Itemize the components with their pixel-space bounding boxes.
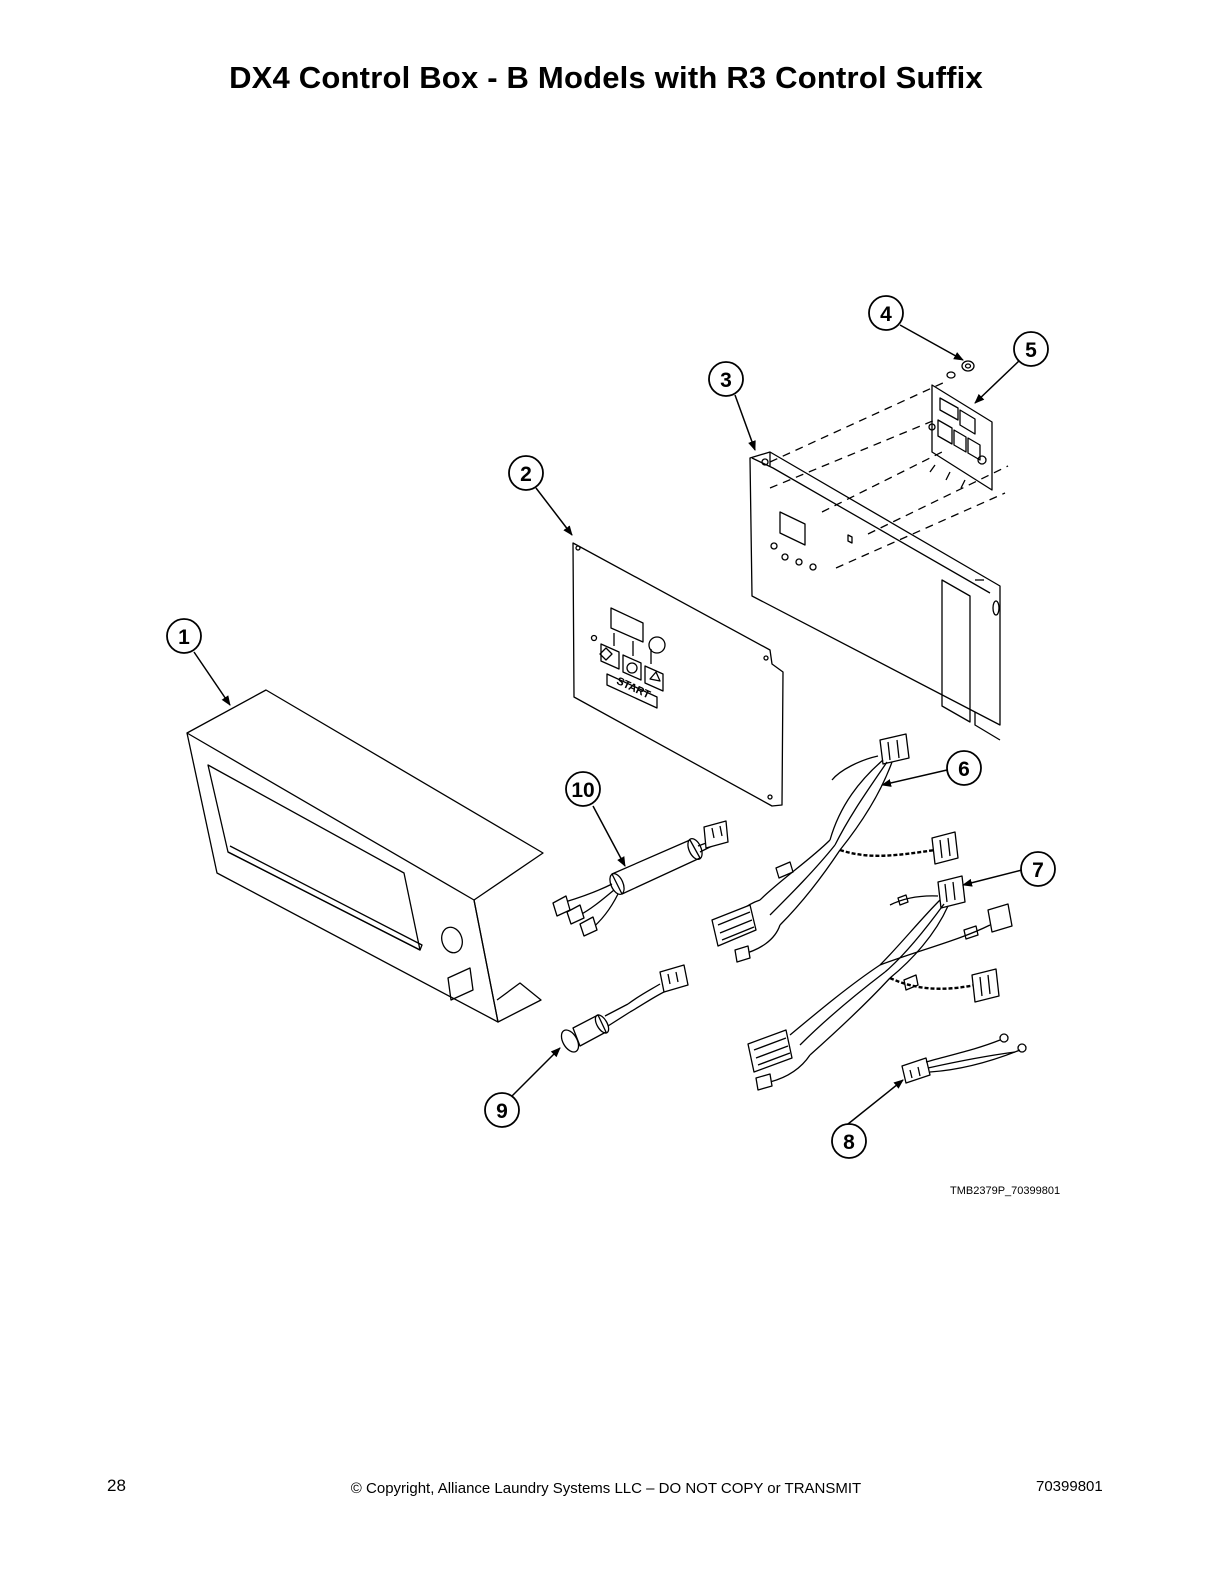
part-4-nut	[946, 360, 975, 379]
callout-9: 9	[496, 1100, 508, 1123]
callout-7: 7	[1032, 859, 1044, 882]
callout-1: 1	[178, 626, 190, 649]
page-number: 28	[107, 1476, 126, 1495]
callout-circle-3	[708, 361, 744, 397]
callout-5: 5	[1025, 339, 1037, 362]
leader-lines	[193, 324, 1023, 1125]
callout-2: 2	[520, 463, 532, 486]
part-8-connector-harness	[901, 1033, 1027, 1084]
part-10-filter-harness	[552, 820, 729, 937]
callout-4: 4	[880, 303, 892, 326]
callout-8: 8	[843, 1131, 855, 1154]
part-6-wire-harness	[711, 733, 959, 963]
copyright-notice: © Copyright, Alliance Laundry Systems LL…	[350, 1480, 862, 1497]
document-number: 70399801	[1036, 1478, 1103, 1495]
page-title: DX4 Control Box - B Models with R3 Contr…	[229, 60, 983, 95]
callout-circle-5	[1013, 331, 1049, 367]
callout-3: 3	[720, 369, 732, 392]
part-1-front-bezel	[186, 689, 544, 1023]
callout-6: 6	[958, 758, 970, 781]
callout-circle-7	[1020, 851, 1056, 887]
part-7-wire-harness	[747, 875, 1013, 1091]
part-2-overlay-panel	[572, 542, 784, 807]
mounting-guide-lines	[769, 381, 1009, 569]
callout-10: 10	[571, 779, 594, 802]
callout-circle-1	[166, 618, 202, 654]
callout-circle-9	[484, 1092, 520, 1128]
callout-numbers: 1 2 3 4 5 6 7 8 9 10	[178, 303, 1044, 1154]
callout-circle-6	[946, 750, 982, 786]
figure-code: TMB2379P_70399801	[950, 1185, 1061, 1197]
callout-circle-4	[868, 295, 904, 331]
callout-circles	[166, 295, 1056, 1159]
callout-circle-8	[831, 1123, 867, 1159]
part-3-mounting-bracket	[749, 451, 1001, 741]
part-9-sensor	[560, 964, 689, 1053]
callout-circle-10	[565, 771, 601, 807]
part-5-control-board	[928, 384, 993, 491]
callout-circle-2	[508, 455, 544, 491]
